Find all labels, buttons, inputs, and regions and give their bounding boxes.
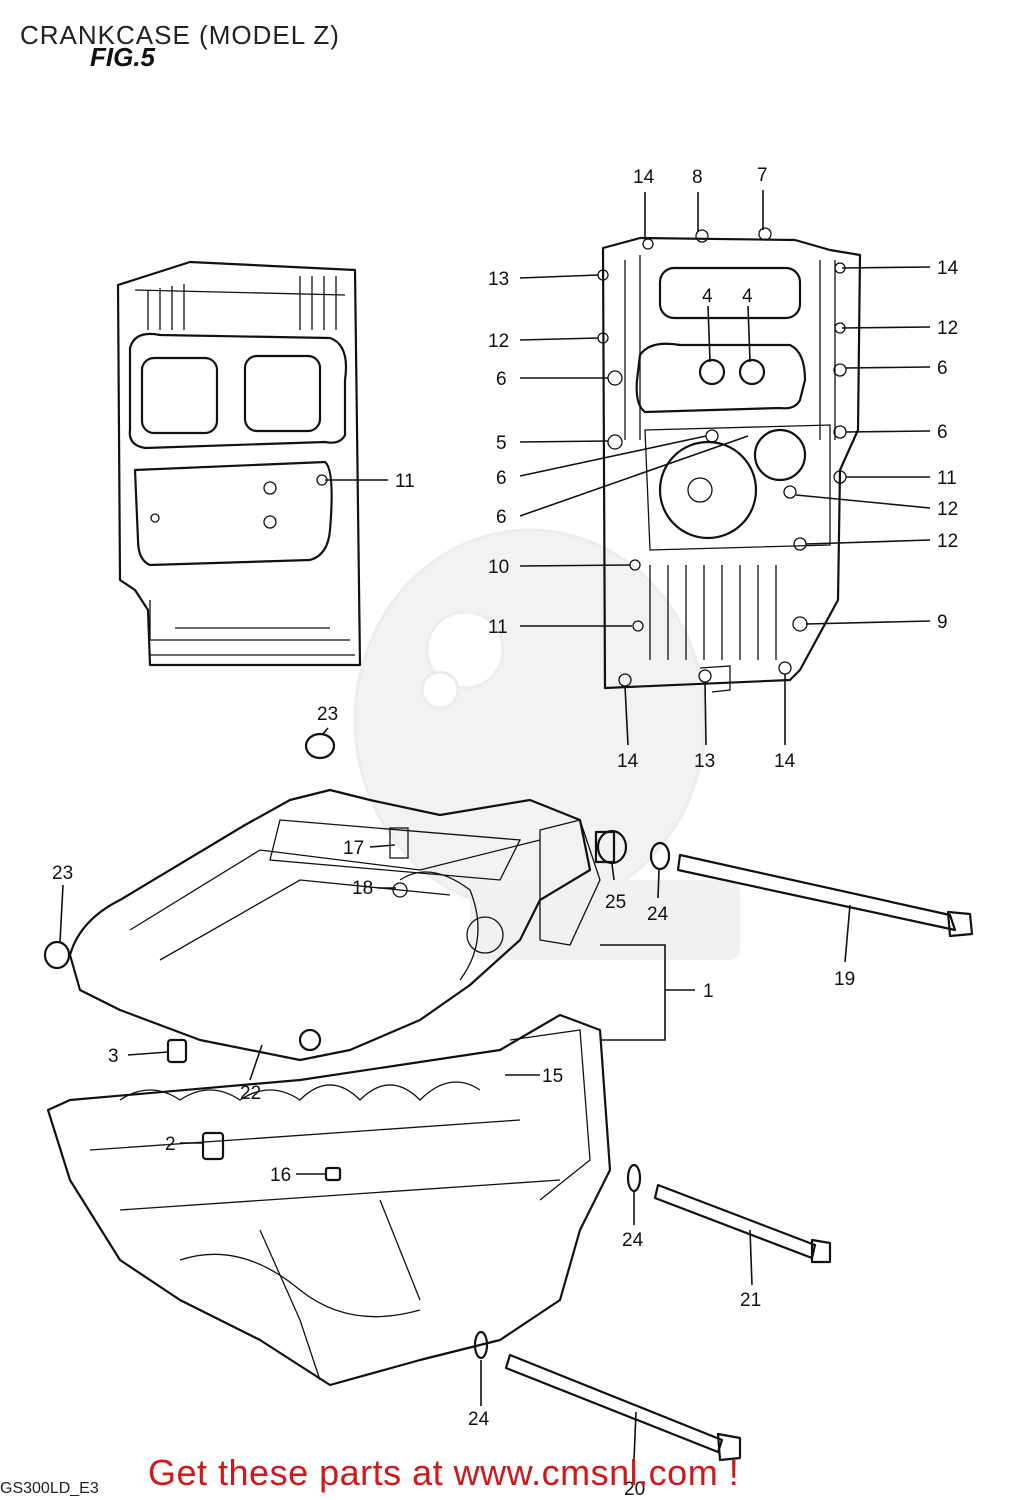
callout-number: 22 [240,1083,261,1104]
footer-shop-link[interactable]: Get these parts at www.cmsnl.com ! [148,1452,740,1493]
callout-number: 9 [937,612,948,633]
drawing-code: GS300LD_E3 [0,1480,99,1497]
figure-label: FIG.5 [90,42,156,72]
callout-number: 4 [742,286,753,307]
callout-number: 7 [757,165,768,186]
callout-number: 12 [937,499,958,520]
callout-number: 24 [622,1230,644,1251]
callout-number: 5 [496,433,507,454]
callout-number: 6 [496,468,507,489]
callout-labels: 11 14 8 7 13 14 4 4 12 12 6 6 5 6 6 6 11… [52,165,959,1500]
callout-number: 4 [702,286,713,307]
callout-number: 16 [270,1165,291,1186]
callout-number: 10 [488,557,509,578]
callout-number: 23 [317,704,338,725]
callout-number: 13 [694,751,715,772]
callout-number: 18 [352,878,373,899]
page-title: CRANKCASE (MODEL Z) [20,20,340,50]
callout-number: 2 [165,1134,176,1155]
callout-number: 11 [395,471,415,492]
callout-leader-lines [59,190,931,1461]
callout-number: 8 [692,167,703,188]
crankcase-top-right-view [597,227,862,693]
crankcase-main-view [43,732,974,1462]
callout-number: 3 [108,1046,119,1067]
callout-number: 1 [703,981,714,1002]
callout-number: 14 [633,167,655,188]
callout-number: 14 [774,751,796,772]
callout-number: 11 [488,617,508,638]
callout-number: 14 [617,751,639,772]
callout-number: 6 [496,369,507,390]
callout-number: 25 [605,892,626,913]
callout-number: 6 [937,422,948,443]
callout-number: 13 [488,269,509,290]
callout-number: 21 [740,1290,761,1311]
callout-number: 12 [937,318,958,339]
callout-number: 24 [468,1409,490,1430]
callout-number: 17 [343,838,364,859]
callout-number: 14 [937,258,959,279]
crankcase-top-left-view [116,260,362,667]
callout-number: 20 [624,1479,645,1500]
callout-number: 12 [937,531,958,552]
callout-number: 12 [488,331,509,352]
callout-number: 6 [937,358,948,379]
callout-number: 6 [496,507,507,528]
callout-number: 24 [647,904,669,925]
callout-number: 23 [52,863,73,884]
callout-number: 15 [542,1066,563,1087]
callout-number: 11 [937,468,957,489]
callout-number: 19 [834,969,855,990]
